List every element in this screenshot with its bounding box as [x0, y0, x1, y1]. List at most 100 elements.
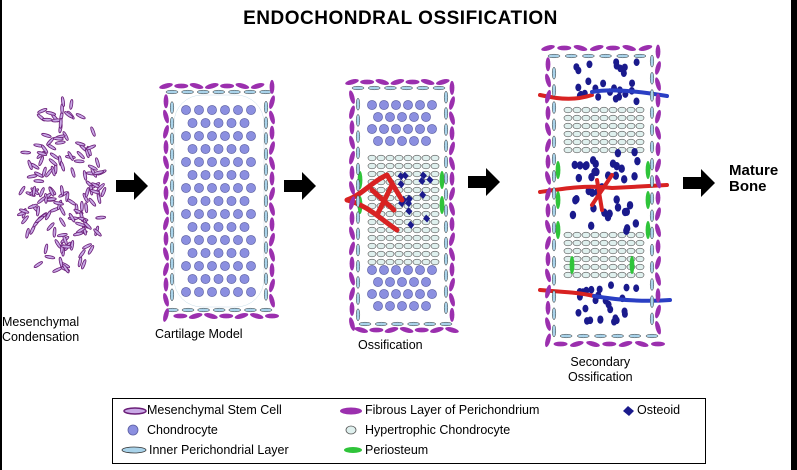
inner-perichondrial-cell [169, 132, 175, 146]
inner-perichondrial-cell [649, 312, 655, 326]
inner-perichondrial-cell [355, 227, 361, 241]
hypertrophic-chondrocyte [412, 154, 422, 162]
fibrous-layer-cell [349, 120, 355, 135]
fibrous-layer-cell [449, 292, 455, 307]
inner-perichondrial-cell [559, 333, 573, 339]
inner-perichondrial-cell [616, 53, 629, 59]
inner-perichondrial-cell [355, 162, 361, 176]
hypertrophic-chondrocyte [635, 130, 645, 138]
hypertrophic-chondrocyte [626, 247, 636, 255]
inner-perichondrial-cell [212, 89, 226, 95]
hypertrophic-chondrocyte [403, 162, 413, 170]
fibrous-layer-cell [605, 45, 620, 51]
hypertrophic-chondrocyte [403, 226, 413, 234]
chondrocyte [200, 274, 211, 284]
chondrocyte [385, 277, 395, 287]
osteoid-deposit [600, 79, 607, 88]
fibrous-layer-cell [269, 95, 275, 109]
fibrous-layer-cell [174, 83, 189, 89]
hypertrophic-chondrocyte [385, 250, 395, 258]
fibrous-layer-cell [449, 156, 455, 171]
inner-perichondrial-cell [355, 259, 361, 273]
chondrocyte [207, 131, 217, 141]
inner-perichondrial-cell [358, 321, 372, 327]
inner-perichondrial-cell [599, 53, 612, 59]
diagram-title: ENDOCHONDRAL OSSIFICATION [243, 8, 558, 29]
osteoid-deposit [618, 164, 625, 173]
chondrocyte [373, 301, 383, 311]
chondrocyte [220, 209, 230, 219]
inner-perichondrial-cell [169, 257, 175, 270]
osteoid-deposit [633, 97, 640, 106]
hypertrophic-chondrocyte [403, 242, 413, 250]
fibrous-layer-cell [545, 73, 551, 88]
chondrocyte [421, 136, 431, 146]
hypertrophic-chondrocyte [394, 154, 404, 162]
chondrocyte [373, 277, 383, 287]
mesenchymal-cell [64, 111, 74, 119]
inner-perichondrial-cell [228, 307, 242, 313]
chondrocyte [246, 209, 256, 219]
chondrocyte [403, 124, 413, 134]
hypertrophic-chondrocyte [412, 234, 422, 242]
mesenchymal-cell [37, 108, 48, 114]
mesenchymal-cell [33, 179, 45, 183]
osteoid-deposit [405, 207, 413, 216]
hypertrophic-chondrocyte [376, 186, 386, 194]
hypertrophic-chondrocyte [403, 250, 413, 258]
chondrocyte [421, 112, 431, 122]
hypertrophic-chondrocyte [421, 226, 431, 234]
periosteum-segment [439, 171, 445, 189]
fibrous-layer-cell [655, 61, 661, 75]
fibrous-layer-cell [205, 83, 219, 89]
chondrocyte [213, 144, 224, 154]
fibrous-layer-cell [354, 327, 369, 333]
mesenchymal-cell [38, 155, 44, 167]
fibrous-layer-cell [420, 79, 435, 85]
chondrocyte [367, 265, 377, 275]
fibrous-layer-cell [449, 171, 455, 186]
chondrocyte [220, 287, 230, 297]
mesenchymal-cell [76, 151, 85, 160]
inner-perichondrial-cell [551, 290, 557, 303]
fibrous-layer-cell [655, 320, 661, 335]
osteoid-deposit [397, 172, 405, 181]
osteoid-deposit [586, 60, 593, 69]
inner-perichondrial-cell [432, 85, 446, 91]
fibrous-layer-cell [269, 278, 275, 293]
inner-perichondrial-cell [263, 147, 269, 161]
osteoid-deposit [596, 285, 603, 294]
inner-perichondrial-cell [263, 100, 269, 114]
chondrocyte [194, 105, 204, 115]
hypertrophic-chondrocyte [367, 226, 377, 234]
chondrocyte [239, 170, 250, 180]
hypertrophic-chondrocyte [376, 234, 386, 242]
chondrocyte [233, 105, 243, 115]
inner-perichondrial-cell [196, 89, 210, 95]
chondrocyte [239, 118, 250, 128]
periosteum-segment [555, 221, 561, 239]
inner-perichondrial-cell [169, 241, 175, 255]
chondrocyte [213, 274, 224, 284]
inner-perichondrial-cell [355, 130, 361, 143]
fibrous-layer-cell [589, 45, 604, 51]
chondrocyte [213, 222, 224, 232]
hypertrophic-chondrocyte [590, 239, 600, 247]
mesenchymal-cell [81, 259, 87, 270]
inner-perichondrial-cell [551, 238, 557, 252]
fibrous-layer-cell [545, 122, 551, 136]
fibrous-layer-cell [269, 293, 275, 308]
hypertrophic-chondrocyte [617, 122, 627, 130]
fibrous-layer-cell [655, 190, 661, 205]
hypertrophic-chondrocyte [412, 170, 422, 178]
hypertrophic-chondrocyte [599, 271, 609, 279]
osteoid-deposit [604, 212, 612, 222]
fibrous-layer-cell [269, 202, 275, 216]
fibrous-layer-cell [349, 301, 355, 316]
chondrocyte [246, 235, 256, 245]
inner-perichondrial-cell [582, 53, 595, 59]
hypertrophic-chondrocyte [385, 258, 395, 266]
hypertrophic-chondrocyte [563, 106, 573, 114]
hypertrophic-chondrocyte [412, 258, 422, 266]
chondrocyte [385, 136, 395, 146]
